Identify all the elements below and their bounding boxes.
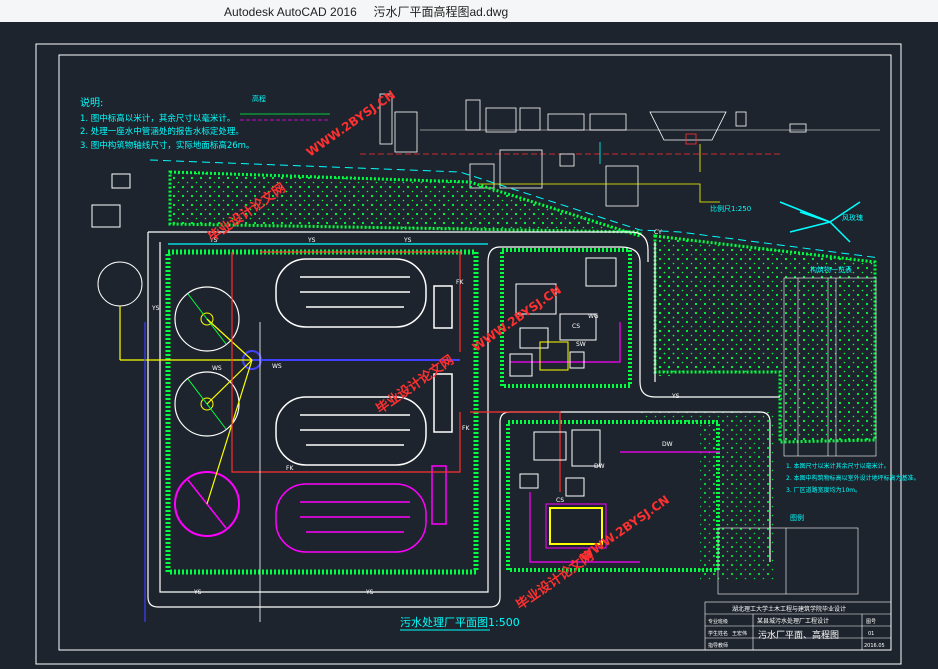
title-block: 湖北理工大学土木工程与建筑学院毕业设计 某县城污水处理厂工程设计 污水厂平面、高… bbox=[704, 601, 892, 651]
label-ys-7: YS bbox=[671, 393, 680, 400]
oxidation-ditches bbox=[275, 258, 453, 553]
east-buildings bbox=[509, 257, 617, 549]
label-ys-1: YS bbox=[209, 237, 218, 244]
label-ws-1: WS bbox=[212, 365, 222, 372]
notes-block: 说明: 1. 图中标高以米计，其余尺寸以毫米计。 2. 处理一座水中管涵处的报告… bbox=[80, 96, 254, 151]
notes-item-3: 3. 图中构筑物轴线尺寸，实际地面标高26m。 bbox=[80, 140, 254, 151]
compass-rose: 风玫瑰 bbox=[779, 201, 863, 243]
label-dw-2: DW bbox=[594, 463, 605, 470]
title-role-2: 学生姓名 bbox=[708, 630, 728, 637]
title-school: 湖北理工大学土木工程与建筑学院毕业设计 bbox=[732, 605, 846, 613]
watermark-url-2: WWW.2BYSJ.CN bbox=[470, 283, 564, 355]
outer-frame bbox=[35, 43, 902, 665]
plan-title: 污水处理厂平面图1:500 bbox=[400, 616, 520, 629]
drawing-canvas[interactable]: 说明: 1. 图中标高以米计，其余尺寸以毫米计。 2. 处理一座水中管涵处的报告… bbox=[0, 22, 938, 669]
title-drawing-name: 污水厂平面、高程图 bbox=[758, 629, 839, 641]
legend-table-title: 构筑物一览表 bbox=[810, 265, 852, 274]
window-title-bar: Autodesk AutoCAD 2016 污水厂平面高程图ad.dwg bbox=[0, 0, 938, 22]
watermark-site-2: 毕业设计论文网 bbox=[373, 352, 457, 417]
cad-drawing: 说明: 1. 图中标高以米计，其余尺寸以毫米计。 2. 处理一座水中管涵处的报告… bbox=[35, 43, 920, 665]
title-date: 2016.05 bbox=[864, 643, 885, 649]
elevation-profile: 高程 比例尺1:250 bbox=[240, 93, 880, 213]
pipe-legend: 图例 bbox=[717, 513, 859, 595]
notes-item-1: 1. 图中标高以米计，其余尺寸以毫米计。 bbox=[80, 113, 235, 124]
notes-item-2: 2. 处理一座水中管涵处的报告水标定处理。 bbox=[80, 126, 244, 137]
title-sheet-no: 01 bbox=[868, 631, 874, 637]
compass-label: 风玫瑰 bbox=[842, 213, 863, 222]
title-project: 某县城污水处理厂工程设计 bbox=[757, 617, 829, 625]
label-ws-2: WS bbox=[272, 363, 282, 370]
window-title: Autodesk AutoCAD 2016 污水厂平面高程图ad.dwg bbox=[224, 3, 508, 20]
title-role-1: 专业班级 bbox=[708, 618, 728, 625]
file-name: 污水厂平面高程图ad.dwg bbox=[373, 5, 509, 19]
roads bbox=[147, 231, 780, 608]
pipe-legend-title: 图例 bbox=[790, 513, 804, 522]
watermark-site-3: 毕业设计论文网 bbox=[513, 548, 597, 613]
label-ys-2: YS bbox=[307, 237, 316, 244]
site-boundary bbox=[149, 159, 881, 259]
pipelines bbox=[119, 243, 720, 622]
right-note-3: 3. 厂区道路宽度均为10m。 bbox=[786, 486, 861, 494]
label-wg-1: WG bbox=[588, 313, 599, 320]
profile-title: 高程 bbox=[252, 94, 266, 103]
label-ys-6: YS bbox=[365, 589, 374, 596]
right-note-2: 2. 本图中构筑物标高以室外设计地坪标高为基准。 bbox=[786, 474, 920, 482]
right-note-1: 1. 本图尺寸以米计其余尺寸以毫米计。 bbox=[786, 462, 890, 470]
label-dw-1: DW bbox=[662, 441, 673, 448]
watermark-url-1: WWW.2BYSJ.CN bbox=[304, 88, 398, 160]
watermark-url-3: WWW.2BYSJ.CN bbox=[578, 493, 672, 565]
title-designer: 王宏伟 bbox=[732, 630, 747, 637]
structure-legend-table: 构筑物一览表 bbox=[783, 265, 877, 457]
app-name: Autodesk AutoCAD 2016 bbox=[224, 5, 357, 19]
label-sw-1: SW bbox=[576, 341, 586, 348]
right-notes: 1. 本图尺寸以米计其余尺寸以毫米计。 2. 本图中构筑物标高以室外设计地坪标高… bbox=[786, 462, 920, 494]
label-ys-3: YS bbox=[403, 237, 412, 244]
label-fk-3: FK bbox=[286, 465, 294, 472]
pipe-code-labels: YS YS YS YS WS WS FK FK FK CS CS CY DW D… bbox=[151, 229, 680, 596]
label-cs-1: CS bbox=[572, 323, 580, 330]
title-sheet-label: 图号 bbox=[866, 619, 876, 625]
label-ys-4: YS bbox=[151, 305, 160, 312]
label-fk-2: FK bbox=[462, 425, 470, 432]
label-cy-1: CY bbox=[654, 229, 662, 236]
greenery bbox=[165, 170, 877, 582]
title-role-3: 指导教师 bbox=[708, 642, 728, 649]
label-cs-2: CS bbox=[556, 497, 564, 504]
profile-scale: 比例尺1:250 bbox=[710, 204, 751, 213]
label-ys-5: YS bbox=[193, 589, 202, 596]
notes-heading: 说明: bbox=[80, 96, 103, 109]
inner-frame bbox=[58, 54, 892, 651]
label-fk-1: FK bbox=[456, 279, 464, 286]
